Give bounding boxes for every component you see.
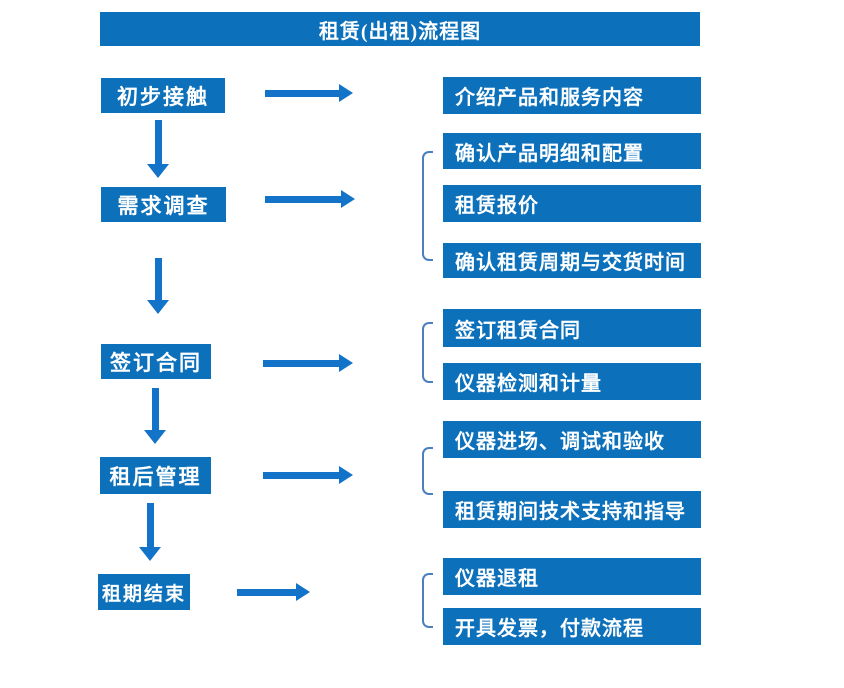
arrow-head-icon [139,547,161,561]
down-arrow-2 [147,258,169,314]
down-arrow-1 [147,120,169,178]
right-arrow-4 [263,466,353,484]
right-arrow-5 [237,583,310,601]
detail-label: 仪器退租 [455,568,539,590]
flow-step-label: 签订合同 [110,350,202,375]
detail-label: 介绍产品和服务内容 [455,87,644,109]
arrow-head-icon [339,84,353,102]
arrow-head-icon [341,190,355,208]
detail-label: 确认租赁周期与交货时间 [455,252,686,274]
arrow-shaft [154,120,162,165]
right-arrow-3 [263,354,353,372]
arrow-shaft [151,388,159,431]
arrow-shaft [265,195,342,203]
detail-box-invoice-payment: 开具发票，付款流程 [443,608,701,645]
flow-step-sign-contract: 签订合同 [101,344,211,379]
right-arrow-2 [265,190,355,208]
down-arrow-3 [144,388,166,444]
detail-box-rental-quote: 租赁报价 [443,185,701,222]
flow-step-post-rental-management: 租后管理 [100,457,211,494]
flow-step-label: 需求调查 [117,193,210,218]
arrow-shaft [263,471,340,479]
detail-label: 签订租赁合同 [455,319,581,342]
detail-box-instrument-testing: 仪器检测和计量 [443,363,701,400]
bracket-group-sign-contract [422,322,433,383]
bracket-group-lease-end [422,573,433,628]
detail-box-confirm-period-delivery: 确认租赁周期与交货时间 [443,243,701,278]
arrow-head-icon [339,466,353,484]
arrow-head-icon [296,583,310,601]
arrow-shaft [263,359,340,367]
detail-label: 开具发票，付款流程 [455,618,644,640]
detail-box-introduce-products: 介绍产品和服务内容 [443,77,701,114]
flow-step-demand-survey: 需求调查 [101,187,226,222]
bracket-group-demand-survey [422,151,433,261]
flow-step-initial-contact: 初步接触 [101,78,225,113]
arrow-shaft [237,588,297,596]
arrow-head-icon [144,430,166,444]
arrow-shaft [265,89,340,97]
arrow-head-icon [339,354,353,372]
detail-label: 租赁期间技术支持和指导 [455,501,686,523]
detail-label: 仪器进场、调试和验收 [455,431,665,453]
right-arrow-1 [265,84,353,102]
detail-box-tech-support: 租赁期间技术支持和指导 [443,491,701,528]
flow-step-label: 租期结束 [101,583,186,605]
arrow-head-icon [147,164,169,178]
down-arrow-4 [139,503,161,561]
arrow-shaft [154,258,162,301]
arrow-head-icon [147,300,169,314]
bracket-group-post-rental [422,447,433,495]
detail-box-sign-rental-contract: 签订租赁合同 [443,309,701,347]
detail-box-instrument-setup-acceptance: 仪器进场、调试和验收 [443,421,701,458]
title-banner: 租赁(出租)流程图 [100,12,700,46]
detail-box-confirm-product-details: 确认产品明细和配置 [443,133,701,169]
flow-step-lease-end: 租期结束 [98,574,190,610]
flow-step-label: 租后管理 [109,464,202,489]
detail-label: 确认产品明细和配置 [455,142,644,165]
detail-box-instrument-return: 仪器退租 [443,558,701,595]
flow-step-label: 初步接触 [117,84,209,109]
detail-label: 租赁报价 [455,195,539,217]
arrow-shaft [146,503,154,548]
page-title: 租赁(出租)流程图 [318,20,482,43]
detail-label: 仪器检测和计量 [455,373,602,395]
